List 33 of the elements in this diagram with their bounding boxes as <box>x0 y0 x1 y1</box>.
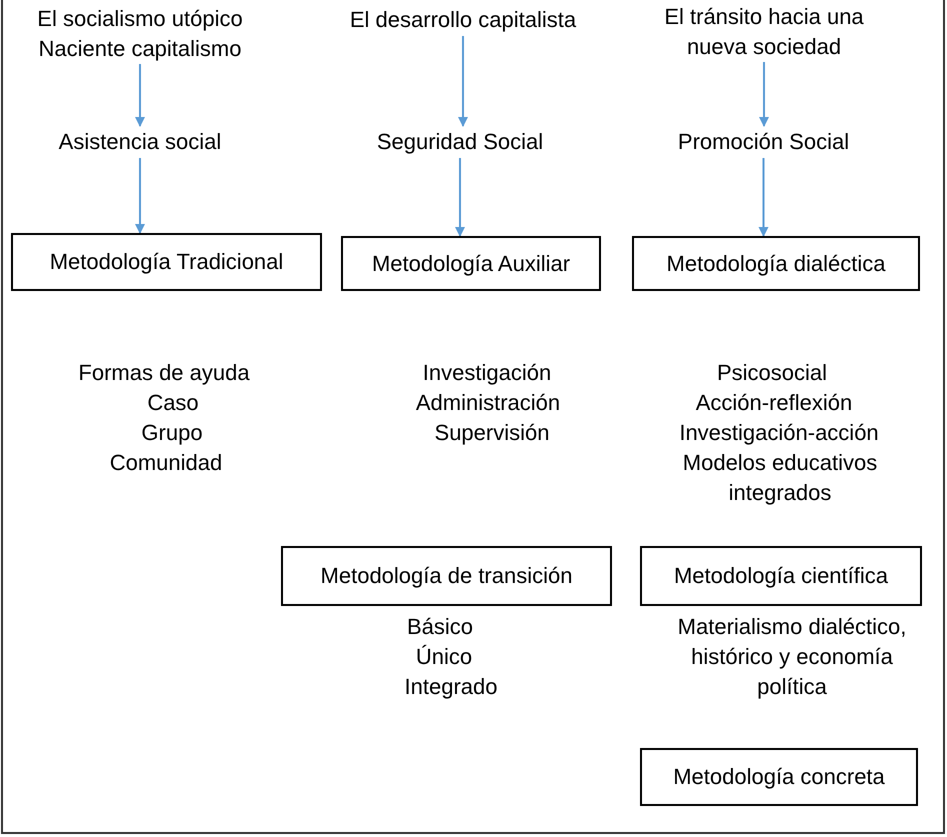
arrow <box>458 36 468 127</box>
method-box: Metodología Tradicional <box>11 233 322 291</box>
method-label: Básico <box>406 613 474 641</box>
method-box: Metodología dialéctica <box>632 236 920 291</box>
stage-label: El desarrollo capitalista <box>327 4 599 36</box>
method-label: Administración <box>414 389 562 417</box>
method-label: Acción-reflexión <box>694 389 854 417</box>
method-label: Único <box>414 643 474 671</box>
arrow <box>135 158 145 234</box>
method-label: Comunidad <box>108 449 224 477</box>
arrow <box>135 64 145 127</box>
method-label: Caso <box>146 389 200 417</box>
method-label: Materialismo dialéctico, histórico y economía política <box>676 613 908 701</box>
arrow <box>759 62 769 127</box>
method-label: Formas de ayuda <box>77 359 251 387</box>
method-label: Integrado <box>404 673 498 701</box>
method-label: Grupo <box>140 419 204 447</box>
stage-label: Promoción Social <box>651 126 876 158</box>
arrow <box>758 158 768 237</box>
stage-label: El tránsito hacia una nueva sociedad <box>639 2 889 62</box>
stage-label: El socialismo utópico Naciente capitalismo <box>5 4 275 64</box>
method-label: Psicosocial <box>716 359 828 387</box>
method-label: Modelos educativos integrados <box>682 449 878 507</box>
method-box: Metodología científica <box>640 546 922 606</box>
stage-label: Seguridad Social <box>347 126 573 158</box>
method-box: Metodología concreta <box>640 748 918 806</box>
method-box: Metodología Auxiliar <box>341 236 601 291</box>
method-label: Supervisión <box>434 419 550 447</box>
method-box: Metodología de transición <box>281 546 612 606</box>
method-label: Investigación <box>422 359 552 387</box>
stage-label: Asistencia social <box>29 126 251 158</box>
method-label: Investigación-acción <box>678 419 880 447</box>
arrow <box>455 158 465 237</box>
